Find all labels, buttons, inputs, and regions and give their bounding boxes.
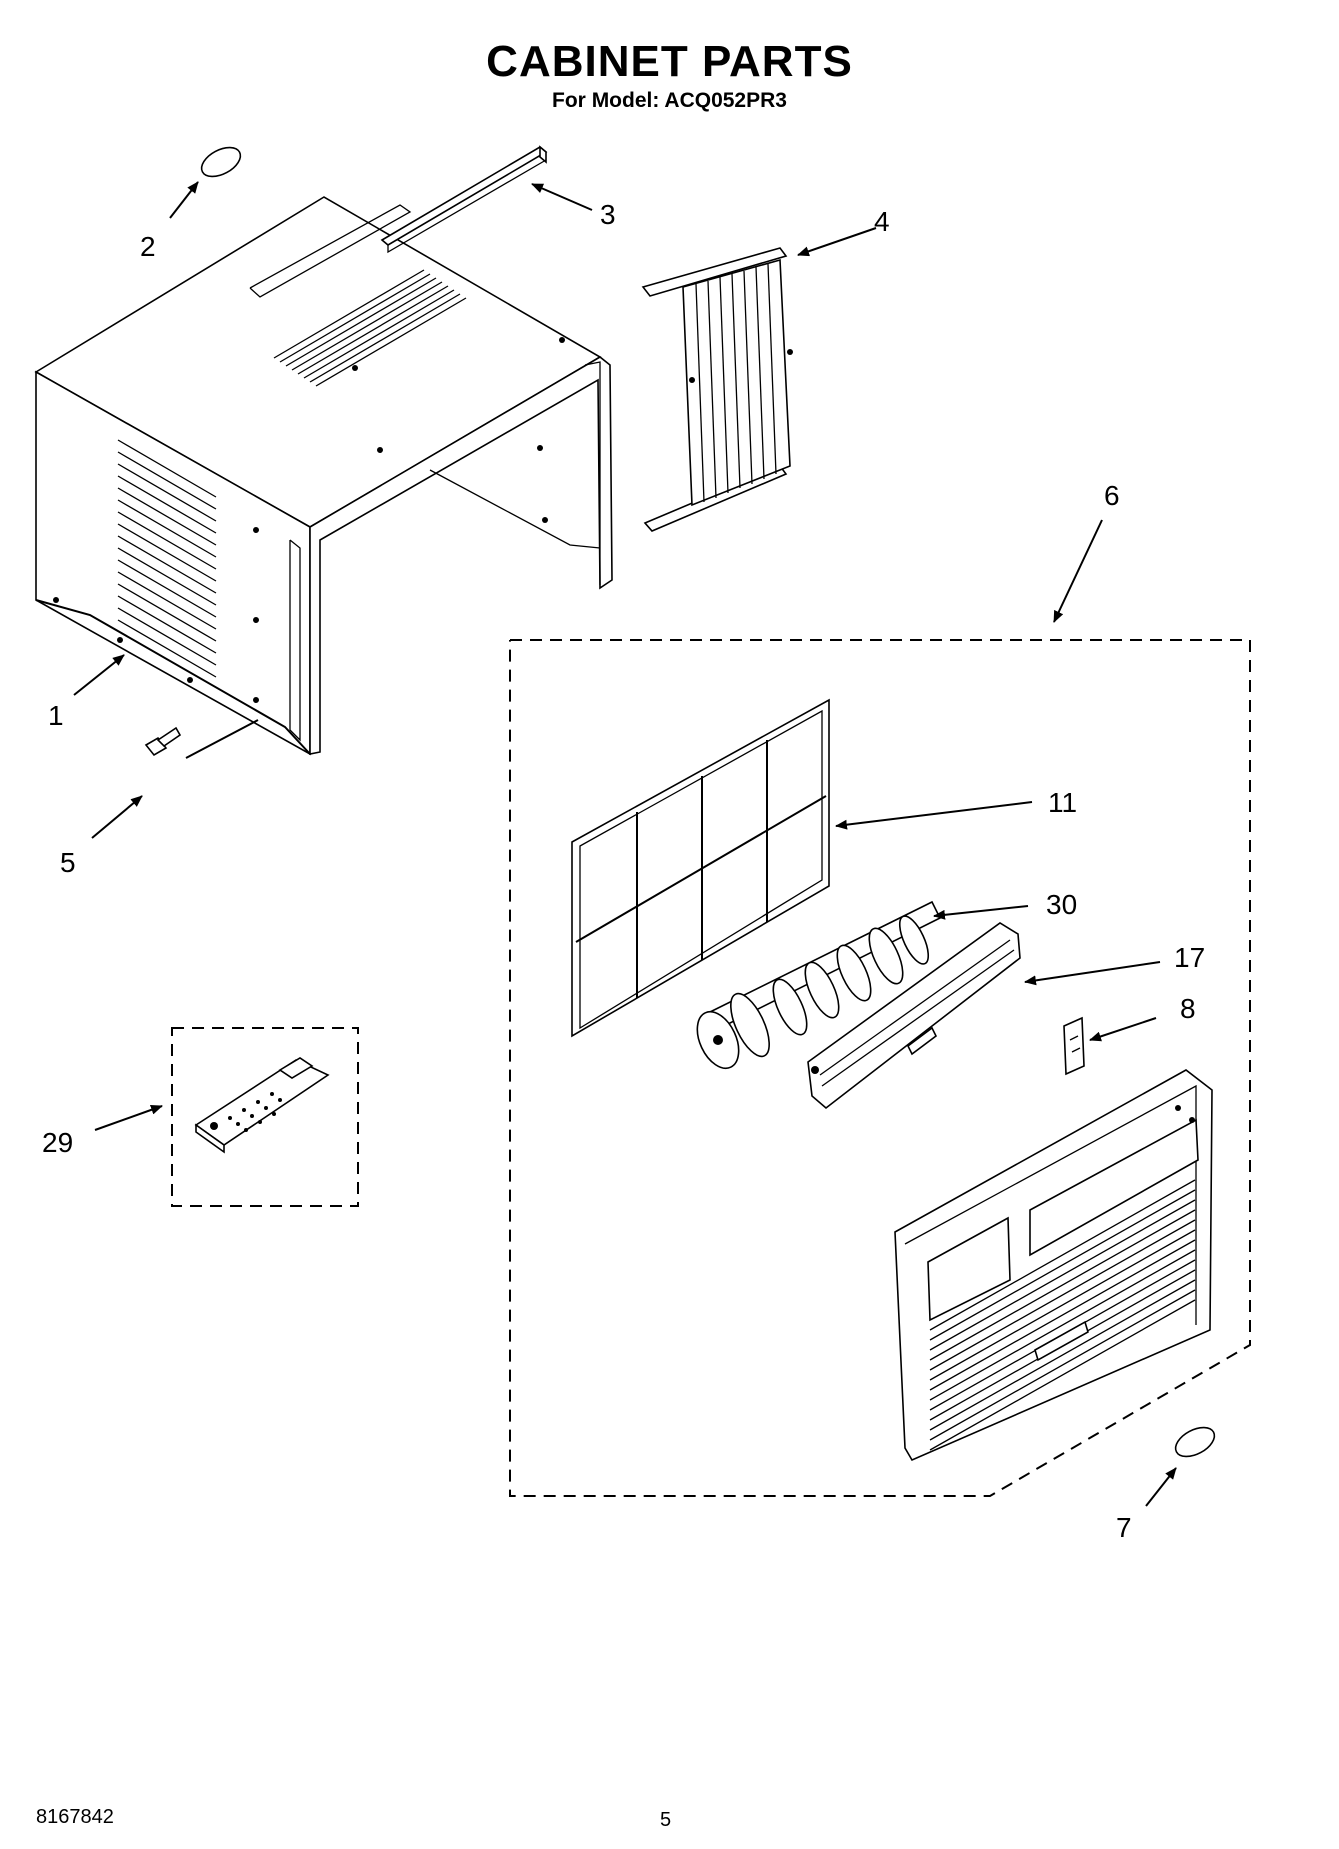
top-pad — [200, 146, 242, 178]
cabinet-wrapper — [34, 196, 613, 756]
front-assembly-kit-boundary — [509, 639, 1251, 1497]
callout-11: 11 — [1048, 787, 1077, 818]
leader-arrows — [73, 181, 1177, 1507]
callout-6: 6 — [1104, 480, 1120, 511]
model-subtitle: For Model: ACQ052PR3 — [552, 89, 787, 112]
callout-4: 4 — [874, 206, 890, 237]
callout-7: 7 — [1116, 1512, 1132, 1543]
bottom-pad — [1174, 1426, 1216, 1458]
mounting-clip — [1063, 1016, 1085, 1076]
air-louver — [807, 922, 1021, 1110]
callout-30: 30 — [1046, 889, 1077, 920]
callout-8: 8 — [1180, 993, 1196, 1024]
remote-control — [194, 1057, 330, 1154]
callout-1: 1 — [48, 700, 64, 731]
front-grille-panel — [894, 1069, 1213, 1462]
callout-2: 2 — [140, 231, 156, 262]
blower-wheel — [696, 900, 942, 1070]
cabinet-top-strip — [380, 145, 548, 254]
air-filter — [571, 698, 830, 1038]
page-title: CABINET PARTS — [486, 37, 853, 86]
side-curtain-panel — [641, 247, 793, 532]
document-number: 8167842 — [36, 1806, 114, 1828]
screw — [144, 726, 182, 757]
callout-3: 3 — [600, 199, 616, 230]
callout-5: 5 — [60, 847, 76, 878]
callout-17: 17 — [1174, 942, 1205, 973]
callout-29: 29 — [42, 1127, 73, 1158]
page-number: 5 — [660, 1809, 672, 1831]
